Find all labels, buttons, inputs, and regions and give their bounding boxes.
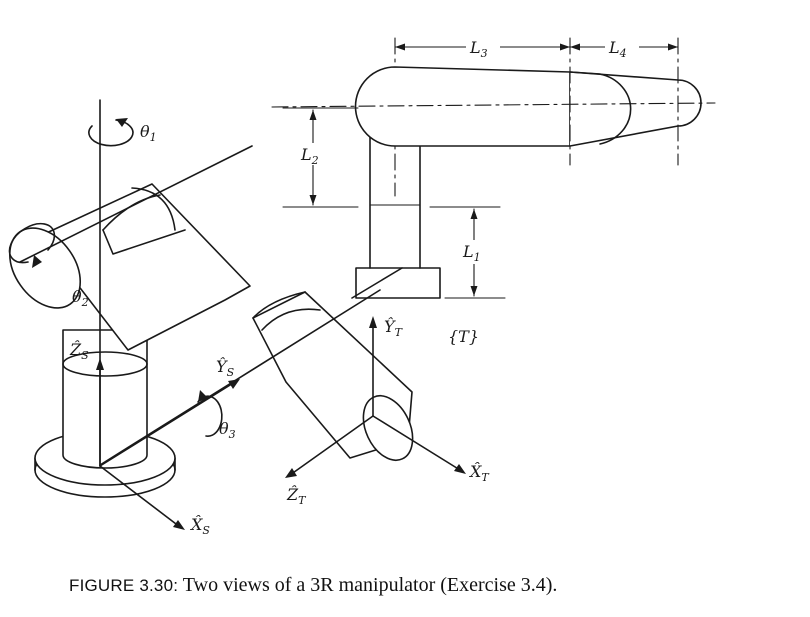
label-l4: L4 [608,38,627,60]
side-view [271,37,716,299]
label-frame-t: {T} [448,327,479,346]
label-theta2: θ2 [72,287,89,309]
figure-caption: FIGURE 3.30: Two views of a 3R manipulat… [69,574,557,597]
theta2-rotation-arrow [8,222,56,264]
label-y-t: ŶT [384,316,404,339]
base-cylinder [62,329,148,469]
caption-text: Two views of a 3R manipulator (Exercise … [178,574,558,596]
label-x-s: X̂S [189,515,210,537]
label-y-s: ŶS [216,356,235,379]
isometric-view [8,99,466,530]
label-l1: L1 [462,242,481,264]
side-view-base [355,267,441,299]
theta1-rotation-arrow [88,119,134,147]
side-view-link-2 [569,71,702,147]
label-x-t: X̂T [468,462,490,484]
label-z-s: ẐS [69,339,89,362]
side-view-link-1 [354,66,571,147]
label-theta1: θ1 [140,122,157,144]
label-z-t: ẐT [286,484,307,507]
figure-drawing: L3 L4 L2 L1 θ1 θ2 θ3 ẐS ŶS X̂S ŶT ẐT X̂T… [8,37,716,537]
caption-label: FIGURE 3.30: [69,576,179,595]
label-l3: L3 [469,38,488,60]
label-l2: L2 [300,145,319,167]
figure-labels: L3 L4 L2 L1 θ1 θ2 θ3 ẐS ŶS X̂S ŶT ẐT X̂T… [69,38,627,537]
label-theta3: θ3 [219,419,236,441]
